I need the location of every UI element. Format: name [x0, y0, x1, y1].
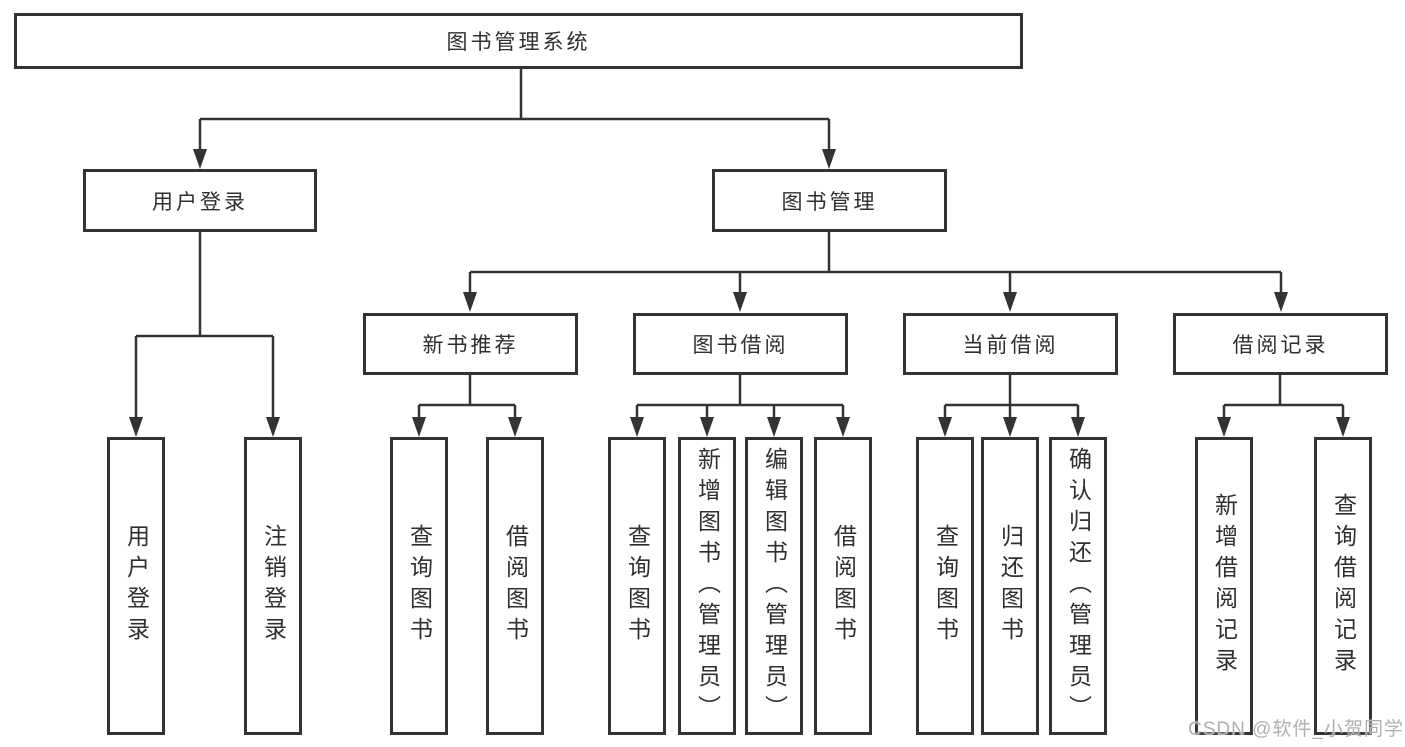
- node-user-login: 用户登录: [83, 169, 317, 232]
- arrowheads: [129, 149, 1350, 437]
- node-current-borrow: 当前借阅: [903, 313, 1118, 375]
- node-borrow-record: 借阅记录: [1173, 313, 1388, 375]
- node-new-book-recommend: 新书推荐: [363, 313, 578, 375]
- leaf-confirm-return-admin: 确认归还（管理员）: [1049, 437, 1107, 735]
- leaf-borrow-books: 借阅图书: [814, 437, 872, 735]
- node-root: 图书管理系统: [14, 13, 1023, 69]
- leaf-edit-books-admin: 编辑图书（管理员）: [745, 437, 803, 735]
- leaf-recommend-borrow-books-label: 借阅图书: [502, 524, 529, 648]
- leaf-add-books-admin-label: 新增图书（管理员）: [694, 446, 721, 726]
- connector-lines: [134, 69, 1345, 419]
- node-new-book-recommend-label: 新书推荐: [422, 334, 519, 357]
- leaf-recommend-borrow-books: 借阅图书: [486, 437, 544, 735]
- node-root-label: 图书管理系统: [446, 31, 591, 54]
- leaf-query-borrow-record-label: 查询借阅记录: [1330, 493, 1357, 679]
- node-book-borrow: 图书借阅: [633, 313, 848, 375]
- leaf-recommend-query-books-label: 查询图书: [406, 524, 433, 648]
- node-book-borrow-label: 图书借阅: [692, 334, 789, 357]
- node-book-management-label: 图书管理: [781, 190, 878, 214]
- node-current-borrow-label: 当前借阅: [962, 334, 1059, 357]
- leaf-current-query-books: 查询图书: [916, 437, 974, 735]
- node-user-login-label: 用户登录: [152, 190, 248, 214]
- node-borrow-record-label: 借阅记录: [1232, 334, 1329, 357]
- leaf-add-borrow-record: 新增借阅记录: [1195, 437, 1253, 735]
- leaf-user-login: 用户登录: [107, 437, 165, 735]
- leaf-add-books-admin: 新增图书（管理员）: [678, 437, 736, 735]
- leaf-add-borrow-record-label: 新增借阅记录: [1211, 493, 1238, 679]
- leaf-logout: 注销登录: [244, 437, 302, 735]
- leaf-borrow-books-label: 借阅图书: [830, 524, 857, 648]
- leaf-current-query-books-label: 查询图书: [932, 524, 959, 648]
- leaf-edit-books-admin-label: 编辑图书（管理员）: [761, 446, 788, 726]
- leaf-confirm-return-admin-label: 确认归还（管理员）: [1065, 446, 1092, 726]
- leaf-return-books: 归还图书: [981, 437, 1039, 735]
- csdn-watermark: CSDN @软件_小贺同学: [1188, 719, 1404, 740]
- leaf-borrow-query-books-label: 查询图书: [624, 524, 651, 648]
- leaf-return-books-label: 归还图书: [997, 524, 1024, 648]
- node-book-management: 图书管理: [712, 169, 947, 232]
- leaf-user-login-label: 用户登录: [123, 524, 150, 648]
- leaf-logout-label: 注销登录: [260, 524, 287, 648]
- leaf-borrow-query-books: 查询图书: [608, 437, 666, 735]
- leaf-recommend-query-books: 查询图书: [390, 437, 448, 735]
- leaf-query-borrow-record: 查询借阅记录: [1314, 437, 1372, 735]
